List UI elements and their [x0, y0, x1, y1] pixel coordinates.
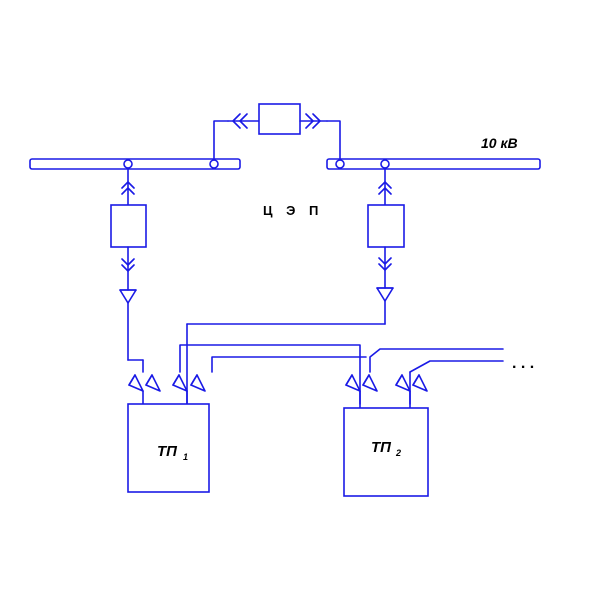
voltage-label: 10 кВ: [481, 135, 518, 151]
substation-1: ТП 1: [127, 374, 210, 493]
feeder-right-breaker: [367, 204, 405, 248]
substation-1-index: 1: [183, 452, 188, 462]
bus-connection-dot: [123, 159, 133, 169]
bus-connection-dot: [209, 159, 219, 169]
bus-section-left: [29, 158, 241, 170]
section-coupler: [209, 103, 345, 169]
coupler-breaker: [258, 103, 301, 135]
bus-connection-dot: [335, 159, 345, 169]
substation-2: ТП 2: [343, 374, 429, 497]
substation-2-box: [343, 407, 429, 497]
bus-connection-dot: [380, 159, 390, 169]
central-distribution-point-label: Ц Э П: [263, 203, 323, 218]
substation-1-box: [127, 403, 210, 493]
feeder-right: [186, 159, 405, 405]
feeder-left: [110, 159, 147, 373]
substation-1-label: ТП: [157, 443, 178, 460]
bus-section-right: [326, 158, 541, 170]
substation-2-index: 2: [395, 448, 401, 458]
feeder-left-breaker: [110, 204, 147, 248]
continuation-ellipsis: . . .: [512, 355, 534, 372]
substation-2-label: ТП: [371, 439, 392, 456]
cable-ties: [179, 344, 504, 405]
